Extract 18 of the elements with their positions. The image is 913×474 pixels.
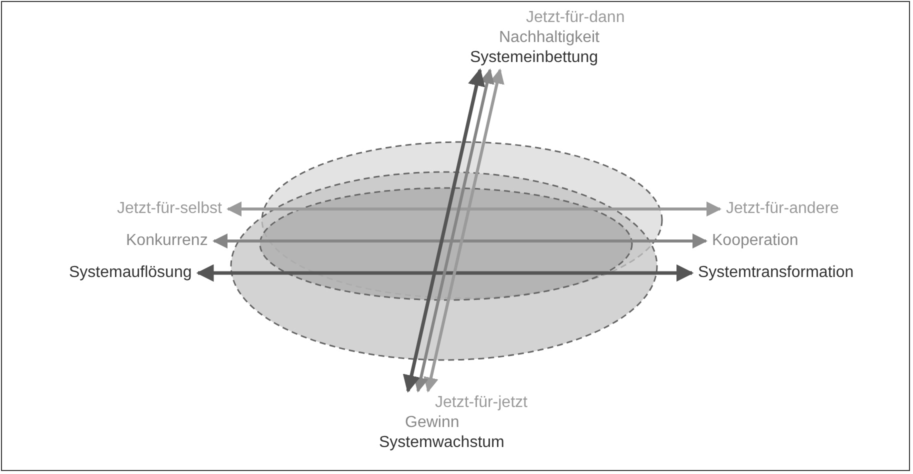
axis-label: Jetzt-für-selbst <box>117 199 222 219</box>
double-arrow <box>402 68 486 393</box>
double-arrow <box>196 264 694 282</box>
axis-label: Systemeinbettung <box>470 48 598 68</box>
axis-label: Systemtransformation <box>698 263 854 283</box>
axis-label: Nachhaltigkeit <box>499 28 600 48</box>
double-arrow <box>414 68 494 392</box>
axis-label: Jetzt-für-jetzt <box>435 393 528 413</box>
double-arrow <box>226 202 722 216</box>
axis-label: Konkurrenz <box>126 231 208 251</box>
axis-label: Jetzt-für-andere <box>726 199 839 219</box>
double-arrow <box>424 68 504 392</box>
axis-label: Systemwachstum <box>379 433 504 453</box>
double-arrow <box>212 234 708 248</box>
axis-label: Jetzt-für-dann <box>526 8 625 28</box>
axis-label: Systemauflösung <box>69 263 192 283</box>
axis-label: Kooperation <box>712 231 798 251</box>
axis-label: Gewinn <box>405 413 460 433</box>
